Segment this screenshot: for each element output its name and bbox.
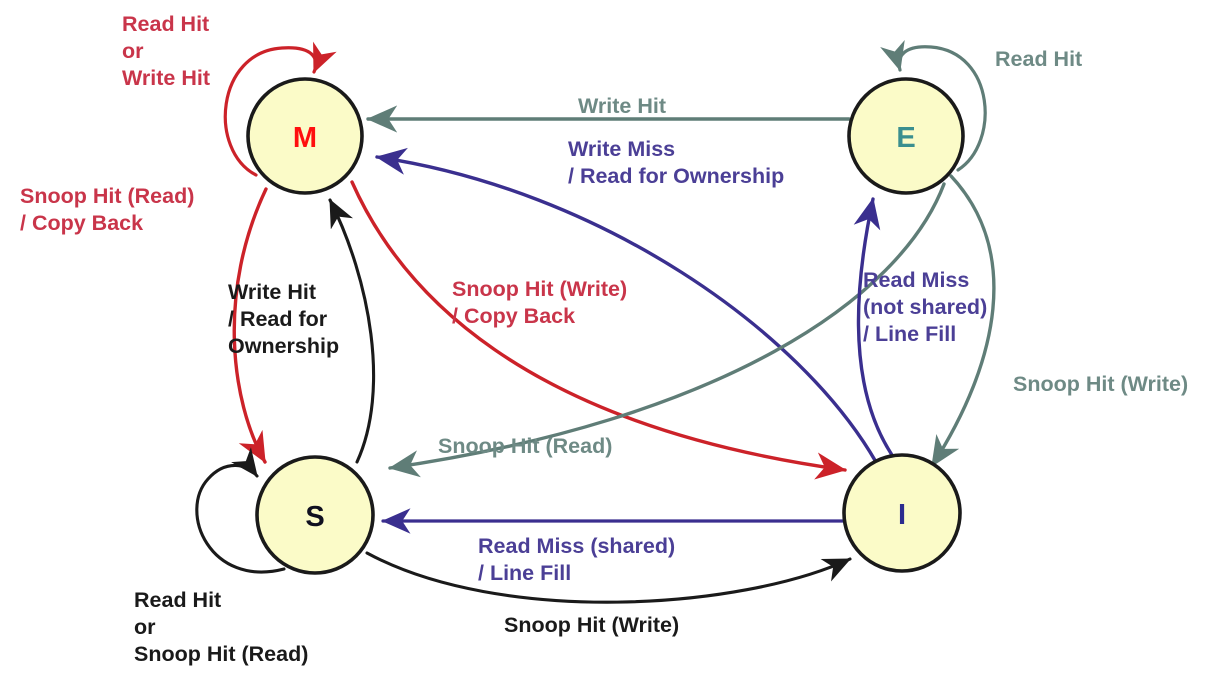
label-i-to-m: Write Miss / Read for Ownership: [568, 137, 784, 188]
edge-i-to-m: [375, 147, 878, 464]
state-circle-s[interactable]: [255, 455, 375, 575]
label-i-to-e-line2: (not shared): [863, 295, 987, 319]
edge-e-to-i: [930, 174, 996, 468]
label-i-to-m-line1: Write Miss: [568, 137, 675, 161]
state-circle-e[interactable]: [847, 77, 965, 195]
label-s-to-i: Snoop Hit (Write): [504, 613, 679, 637]
edge-s-to-m: [328, 198, 376, 464]
label-i-to-m-line2: / Read for Ownership: [568, 164, 784, 188]
label-s-to-m-line1: Write Hit: [228, 280, 316, 304]
state-label-i: I: [898, 499, 906, 531]
label-m-to-i-line1: Snoop Hit (Write): [452, 277, 627, 301]
state-label-s: S: [305, 501, 324, 533]
edge-labels: Read Hit or Write Hit Read Hit Write Hit…: [20, 12, 1188, 666]
label-m-to-i-line2: / Copy Back: [452, 304, 575, 328]
edge-s-to-i: [365, 551, 852, 604]
label-s-self-line2: or: [134, 615, 156, 639]
label-s-to-m-line2: / Read for: [228, 307, 328, 331]
label-e-self-loop: Read Hit: [995, 47, 1082, 71]
label-m-to-i: Snoop Hit (Write) / Copy Back: [452, 277, 627, 328]
state-circle-i[interactable]: [842, 453, 962, 573]
label-i-to-s-line1: Read Miss (shared): [478, 534, 675, 558]
state-nodes: M E S I: [246, 77, 965, 575]
label-i-to-s-line2: / Line Fill: [478, 561, 571, 585]
state-label-e: E: [896, 122, 915, 154]
edge-i-to-e: [853, 197, 894, 457]
label-i-to-e-line1: Read Miss: [863, 268, 969, 292]
label-m-self-line1: Read Hit: [122, 12, 209, 36]
state-label-m: M: [293, 122, 317, 154]
label-m-self-loop: Read Hit or Write Hit: [122, 12, 210, 90]
label-s-self-line1: Read Hit: [134, 588, 221, 612]
label-m-self-line3: Write Hit: [122, 66, 210, 90]
label-i-to-e-line3: / Line Fill: [863, 322, 956, 346]
label-s-to-i-line1: Snoop Hit (Write): [504, 613, 679, 637]
label-s-self-loop: Read Hit or Snoop Hit (Read): [134, 588, 308, 666]
edge-s-self-loop: [195, 447, 286, 574]
label-e-to-s: Snoop Hit (Read): [438, 434, 612, 458]
label-m-to-s: Snoop Hit (Read) / Copy Back: [20, 184, 194, 235]
edge-m-self-loop: [223, 41, 337, 177]
state-node-i[interactable]: I: [842, 453, 962, 573]
label-e-self-line1: Read Hit: [995, 47, 1082, 71]
edge-e-self-loop: [880, 40, 987, 172]
label-e-to-m-line1: Write Hit: [578, 94, 666, 118]
label-s-to-m-line3: Ownership: [228, 334, 339, 358]
edge-m-to-i: [350, 180, 847, 480]
state-node-s[interactable]: S: [255, 455, 375, 575]
state-node-m[interactable]: M: [246, 77, 364, 195]
label-s-self-line3: Snoop Hit (Read): [134, 642, 308, 666]
label-s-to-m: Write Hit / Read for Ownership: [228, 280, 339, 358]
label-e-to-i-line1: Snoop Hit (Write): [1013, 372, 1188, 396]
label-e-to-m: Write Hit: [578, 94, 666, 118]
label-i-to-e: Read Miss (not shared) / Line Fill: [863, 268, 987, 346]
label-m-self-line2: or: [122, 39, 144, 63]
label-m-to-s-line2: / Copy Back: [20, 211, 143, 235]
state-circle-m[interactable]: [246, 77, 364, 195]
edge-e-to-s: [388, 182, 946, 478]
label-e-to-i: Snoop Hit (Write): [1013, 372, 1188, 396]
label-i-to-s: Read Miss (shared) / Line Fill: [478, 534, 675, 585]
label-e-to-s-line1: Snoop Hit (Read): [438, 434, 612, 458]
edge-m-to-s: [232, 187, 268, 464]
label-m-to-s-line1: Snoop Hit (Read): [20, 184, 194, 208]
state-node-e[interactable]: E: [847, 77, 965, 195]
